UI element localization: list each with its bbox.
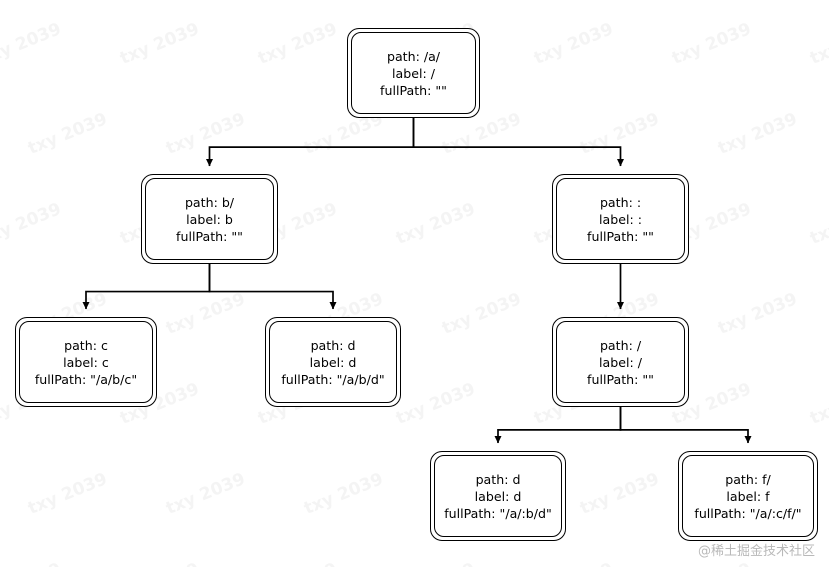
background-watermark: txy 2039 [117, 19, 203, 69]
node-fullpath-text: fullPath: "" [176, 228, 243, 244]
background-watermark: txy 2039 [163, 289, 249, 339]
background-watermark: txy 2039 [577, 109, 663, 159]
node-fullpath-text: fullPath: "/a/b/c" [34, 371, 138, 387]
background-watermark: txy 2039 [715, 109, 801, 159]
background-watermark: txy 2039 [807, 399, 829, 429]
background-watermark: txy 2039 [669, 19, 755, 69]
background-watermark: txy 2039 [439, 289, 525, 339]
background-watermark: txy 2039 [531, 19, 617, 69]
background-watermark: txy 2039 [807, 39, 829, 69]
edge-slash-to-d2 [494, 407, 622, 444]
background-watermark: txy 2039 [255, 559, 340, 567]
node-path-text: path: b/ [184, 194, 235, 210]
background-watermark: txy 2039 [715, 289, 801, 339]
node-label-text: label: c [63, 354, 109, 370]
edge-root-to-b [205, 118, 415, 167]
edge-root-to-colon [412, 118, 625, 167]
background-watermark: txy 2039 [25, 109, 111, 159]
node-label-text: label: d [309, 354, 357, 370]
background-watermark: txy 2039 [0, 559, 64, 567]
background-watermark: txy 2039 [0, 19, 65, 69]
node-fullpath-text: fullPath: "" [380, 82, 447, 98]
node-path-text: path: d [475, 471, 521, 487]
tree-node-colon[interactable]: path: :label: :fullPath: "" [552, 174, 689, 264]
node-fullpath-text: fullPath: "/a/b/d" [281, 371, 385, 387]
edge-b-to-d1 [208, 264, 337, 310]
node-fullpath-text: fullPath: "/a/:c/f/" [694, 505, 802, 521]
node-path-text: path: d [310, 337, 356, 353]
node-label-text: label: : [599, 211, 642, 227]
node-label-text: label: d [474, 488, 522, 504]
background-watermark: txy 2039 [577, 469, 663, 519]
background-watermark: txy 2039 [163, 469, 249, 519]
node-label-text: label: / [392, 65, 435, 81]
node-path-text: path: : [599, 194, 642, 210]
tree-node-root[interactable]: path: /a/label: /fullPath: "" [347, 28, 480, 118]
node-fullpath-text: fullPath: "" [587, 228, 654, 244]
background-watermark: txy 2039 [25, 469, 111, 519]
node-path-text: path: f/ [725, 471, 771, 487]
edge-slash-to-f [619, 407, 752, 444]
node-label-text: label: / [599, 354, 642, 370]
background-watermark: txy 2039 [163, 109, 249, 159]
background-watermark: txy 2039 [0, 199, 65, 249]
background-watermark: txy 2039 [807, 559, 829, 567]
node-path-text: path: c [64, 337, 108, 353]
background-watermark: txy 2039 [531, 559, 616, 567]
background-watermark: txy 2039 [301, 469, 387, 519]
node-label-text: label: b [186, 211, 233, 227]
background-watermark: txy 2039 [393, 559, 478, 567]
node-path-text: path: /a/ [386, 48, 441, 64]
background-watermark: txy 2039 [807, 219, 829, 249]
corner-watermark: @稀土掘金技术社区 [697, 544, 815, 559]
node-fullpath-text: fullPath: "/a/:b/d" [444, 505, 552, 521]
node-fullpath-text: fullPath: "" [587, 371, 654, 387]
background-watermark: txy 2039 [669, 559, 754, 567]
background-watermark: txy 2039 [393, 199, 479, 249]
background-watermark: txy 2039 [117, 559, 202, 567]
node-path-text: path: / [599, 337, 642, 353]
tree-node-slash[interactable]: path: /label: /fullPath: "" [552, 317, 689, 407]
background-watermark: txy 2039 [255, 19, 341, 69]
node-label-text: label: f [726, 488, 770, 504]
edge-b-to-c [82, 264, 211, 310]
background-watermark: txy 2039 [393, 379, 479, 429]
